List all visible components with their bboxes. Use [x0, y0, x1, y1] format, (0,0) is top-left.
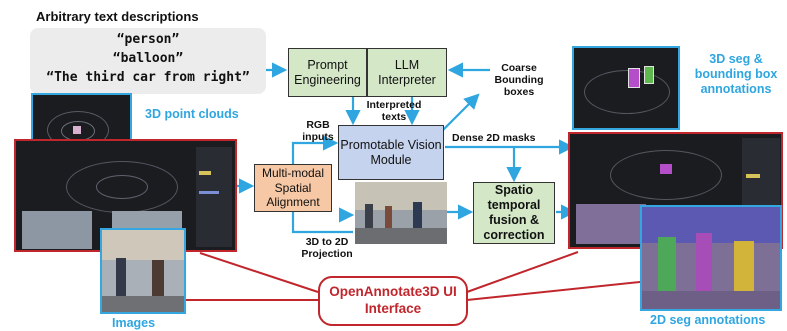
prompt-item: “balloon” — [112, 51, 184, 66]
rgb-inputs-label: RGB inputs — [302, 119, 334, 144]
pedestrian-figure — [365, 204, 373, 230]
prompt-item: “person” — [116, 32, 180, 47]
prompt-item: “The third car from right” — [46, 70, 250, 85]
lidar-ring — [584, 70, 670, 114]
ui-link-left-top — [199, 252, 319, 293]
seg2d-region — [658, 237, 676, 291]
ui-panel-marker — [746, 174, 760, 178]
seg3d-box — [660, 164, 672, 174]
prompt-heading: Arbitrary text descriptions — [36, 9, 199, 24]
seg2d-region — [734, 241, 754, 291]
seg2d-view — [640, 205, 782, 311]
ui-title-line: OpenAnnotate3D UI — [329, 284, 457, 300]
point-clouds-label: 3D point clouds — [145, 107, 239, 121]
fusion-box: Spatio temporal fusion & correction — [473, 182, 555, 244]
lidar-ring — [610, 150, 722, 200]
ui-title-box: OpenAnnotate3D UI Interface — [318, 276, 468, 326]
ui-title-line: Interface — [364, 301, 422, 316]
seg3d-box — [644, 66, 654, 84]
ui-panel-marker — [199, 171, 211, 175]
arrow-alignment-to-projection — [291, 210, 353, 234]
seg2d-region — [642, 291, 780, 309]
spatial-alignment-box: Multi-modal Spatial Alignment — [254, 164, 332, 212]
ui-camera-view — [22, 211, 92, 249]
prompt-engineering-box: Prompt Engineering — [288, 48, 367, 97]
lidar-points — [73, 126, 81, 134]
interpreted-texts-label: Interpreted texts — [366, 99, 422, 124]
dense-masks-label: Dense 2D masks — [452, 132, 536, 144]
coarse-boxes-label: Coarse Bounding boxes — [494, 62, 544, 99]
ui-link-right-bottom — [466, 281, 641, 301]
pedestrian-figure — [413, 202, 422, 232]
arrow-vision-to-coarse — [439, 93, 480, 134]
seg3d-label: 3D seg & bounding box annotations — [694, 52, 778, 96]
images-view — [100, 228, 186, 314]
llm-interpreter-box: LLM Interpreter — [367, 48, 447, 97]
street-ground — [102, 296, 184, 312]
vision-module-box: Promotable Vision Module — [338, 125, 444, 180]
building-strip — [102, 230, 184, 260]
projected-image — [355, 182, 447, 244]
lidar-ring — [96, 175, 148, 199]
street-ground — [355, 228, 447, 244]
ui-side-panel — [196, 147, 232, 247]
seg2d-region — [696, 233, 712, 291]
projection-label: 3D to 2D Projection — [301, 236, 353, 261]
pedestrian-figure — [116, 258, 126, 298]
ui-panel-marker — [199, 191, 219, 194]
prompt-list: “person” “balloon” “The third car from r… — [30, 28, 266, 94]
seg2d-label: 2D seg annotations — [650, 313, 766, 327]
seg3d-view — [572, 46, 680, 130]
seg3d-box — [628, 68, 640, 88]
pedestrian-figure — [152, 260, 164, 300]
ui-camera-view — [576, 204, 646, 244]
arrow-alignment-to-vision — [291, 135, 339, 164]
pedestrian-figure — [385, 206, 392, 230]
ui-link-right-top — [466, 251, 579, 293]
images-label: Images — [112, 316, 156, 330]
